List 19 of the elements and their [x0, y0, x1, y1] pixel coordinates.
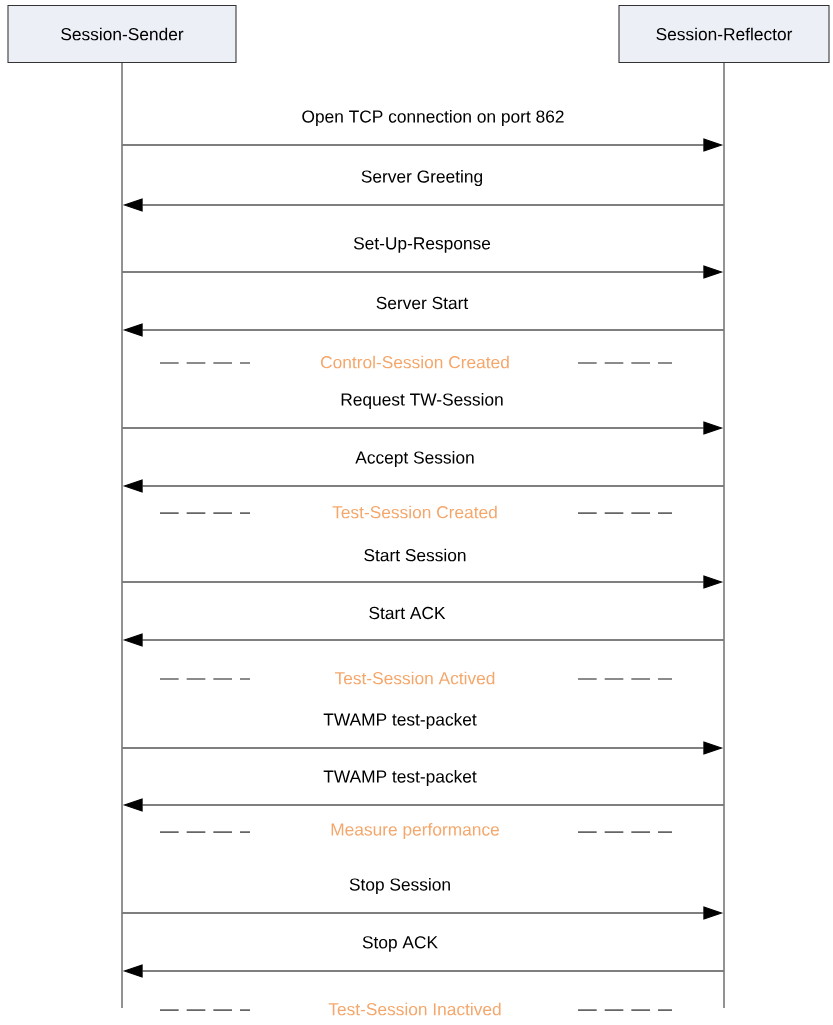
message-label: Stop ACK — [362, 936, 438, 952]
participant-box: Session-Reflector — [618, 4, 830, 64]
message-label: Stop Session — [349, 877, 450, 895]
message-label: Start ACK — [369, 606, 446, 620]
phase-label: Test-Session Inactived — [328, 1002, 501, 1016]
message-label: TWAMP test-packet — [323, 712, 477, 730]
message-label: Request TW-Session — [341, 392, 503, 410]
message-label: Open TCP connection on port 862 — [302, 109, 564, 127]
message-label: Start Session — [364, 548, 466, 562]
message-label: Set-Up-Response — [353, 237, 491, 253]
message-label: TWAMP test-packet — [323, 769, 477, 787]
phase-label: Measure performance — [331, 822, 499, 840]
phase-label: Test-Session Actived — [334, 671, 495, 685]
participant-box: Session-Sender — [7, 4, 237, 64]
phase-label: Test-Session Created — [332, 505, 497, 519]
message-label: Server Greeting — [361, 169, 483, 187]
message-label: Server Start — [376, 296, 469, 310]
phase-label: Control-Session Created — [321, 355, 509, 369]
message-label: Accept Session — [355, 450, 474, 468]
